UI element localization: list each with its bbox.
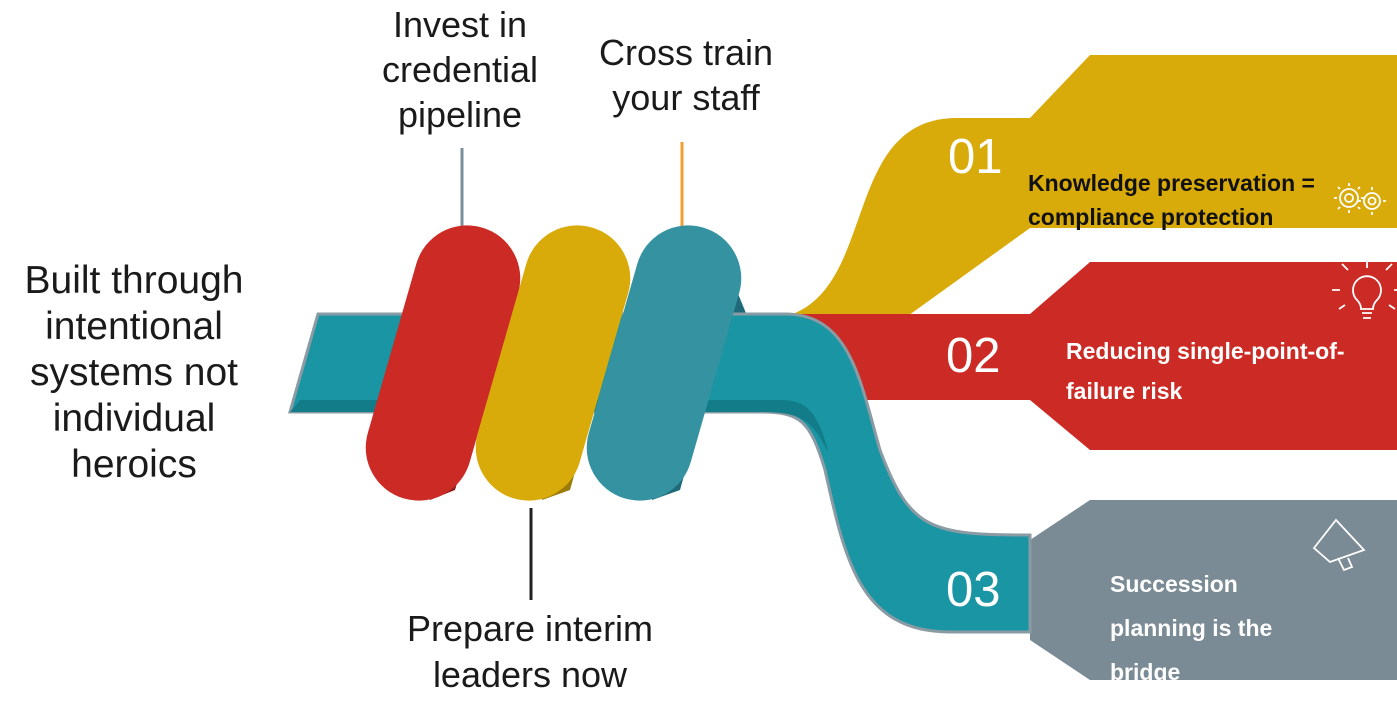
megaphone-icon xyxy=(1312,518,1366,572)
ribbon-02-text: Reducing single-point-of-failure risk xyxy=(1066,338,1345,404)
ribbon-03-tab xyxy=(1030,500,1397,680)
ribbon-03-number: 03 xyxy=(946,563,1001,617)
loop-teal xyxy=(586,225,742,501)
ribbon-02 xyxy=(790,262,1397,450)
ribbon-03-text-clip: Succession planning is the bridge xyxy=(1110,562,1390,680)
label-cross-train: Cross train your staff xyxy=(598,32,774,118)
ribbon-01-text: Knowledge preservation = compliance prot… xyxy=(1028,170,1315,230)
ribbon-03-text: Succession planning is the bridge xyxy=(1110,571,1273,680)
label-prepare: Prepare interim leaders now xyxy=(406,608,654,695)
ribbon-01-number: 01 xyxy=(948,130,1003,184)
label-invest: Invest in credential pipeline xyxy=(381,4,539,135)
lightbulb-icon xyxy=(1332,260,1397,319)
loop-gold xyxy=(475,225,631,501)
ribbon-01 xyxy=(778,55,1397,318)
loop-red xyxy=(365,225,521,501)
gears-icon xyxy=(1334,183,1386,215)
left-statement: Built through intentional systems not in… xyxy=(24,259,244,486)
ribbon-02-number: 02 xyxy=(946,329,1001,383)
